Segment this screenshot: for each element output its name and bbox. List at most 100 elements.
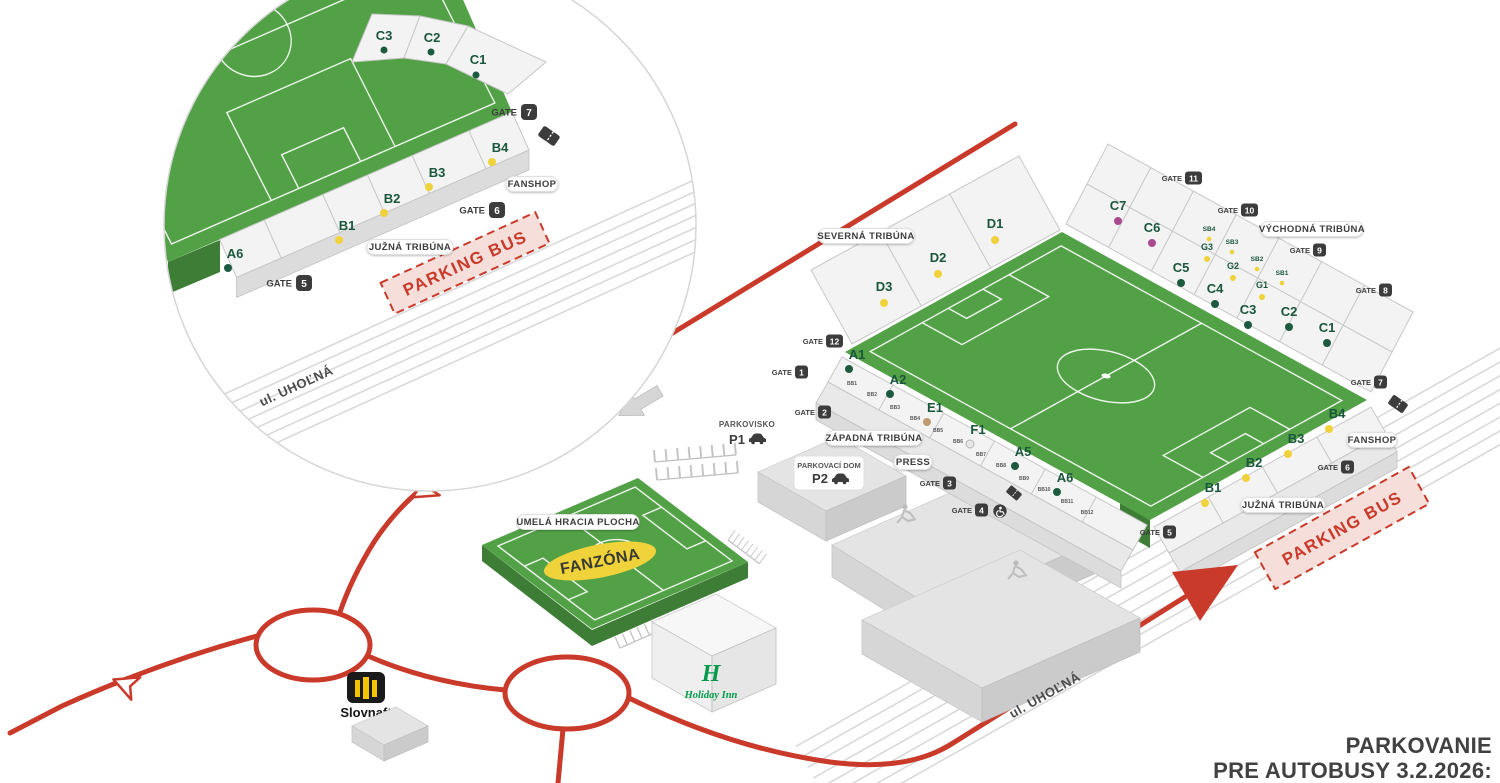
- section-label: C6: [1144, 220, 1161, 235]
- inset-detail: ul. UHOĽNÁ PARKING BUS C3 C2 C1: [164, 0, 696, 491]
- section-label: A5: [1015, 444, 1032, 459]
- severna-tribuna-pill: SEVERNÁ TRIBÚNA: [817, 228, 915, 244]
- arena-side: [981, 617, 1141, 723]
- svg-text:GATE: GATE: [803, 337, 823, 346]
- fanshop-pill: FANSHOP: [1346, 432, 1398, 448]
- parking-p1: PARKOVISKO P1: [653, 420, 775, 481]
- section-label: D2: [930, 250, 947, 265]
- section-label: A2: [890, 372, 907, 387]
- section-marker-dot: [1011, 462, 1019, 470]
- parking-direction-arrow: [1172, 565, 1238, 621]
- svg-text:GATE: GATE: [1140, 528, 1160, 537]
- holiday-inn: H Holiday Inn: [651, 593, 777, 713]
- section-marker-dot: [1148, 239, 1156, 247]
- bus-route: [7, 121, 1188, 783]
- subsection-label: BB8: [996, 463, 1006, 469]
- section-label: SB2: [1251, 256, 1264, 263]
- holiday-inn-mark: H: [701, 661, 722, 687]
- section-marker-dot: [1229, 249, 1235, 255]
- section-label: B2: [384, 191, 401, 206]
- section-marker-dot: [1285, 323, 1293, 331]
- svg-text:JUŽNÁ TRIBÚNA: JUŽNÁ TRIBÚNA: [1242, 499, 1324, 511]
- roundabout-west: [253, 607, 373, 683]
- section-label: C1: [470, 52, 487, 67]
- section-marker-dot: [224, 264, 232, 272]
- subsection-label: BB9: [1019, 476, 1029, 482]
- svg-text:4: 4: [979, 506, 984, 516]
- svg-text:7: 7: [1378, 378, 1383, 388]
- svg-text:GATE: GATE: [952, 506, 972, 515]
- section-marker-dot: [1259, 294, 1265, 300]
- route-link: [365, 653, 508, 693]
- station-side: [383, 725, 429, 762]
- inset-circle-border: [163, 0, 697, 492]
- gate-9: GATE 9: [1290, 243, 1326, 257]
- section-label: D1: [987, 216, 1004, 231]
- svg-text:6: 6: [494, 206, 500, 217]
- main-stadium: D3 D2 D1 C7 C6 C5 C4 C3: [772, 144, 1413, 588]
- inset-fanshop-pill: FANSHOP: [505, 176, 559, 192]
- fanzone-pitch-side: [482, 545, 748, 646]
- main-pitch: [845, 232, 1367, 520]
- parking-p2: PARKOVACÍ DOM P2: [793, 455, 865, 491]
- route-to-parking: [626, 594, 1188, 768]
- footer-title-line2: PRE AUTOBUSY 3.2.2026:: [1213, 758, 1492, 783]
- subsection-label: BB12: [1081, 510, 1094, 516]
- juzna-tribuna-pill: JUŽNÁ TRIBÚNA: [1240, 497, 1326, 513]
- section-marker-dot: [1204, 256, 1210, 262]
- parkovisko-label: PARKOVISKO: [719, 420, 775, 429]
- inset-c-sections: C3 C2 C1: [351, 13, 547, 95]
- svg-text:UMELÁ HRACIA PLOCHA: UMELÁ HRACIA PLOCHA: [516, 517, 639, 528]
- svg-text:10: 10: [1245, 206, 1255, 216]
- section-label: A1: [849, 347, 866, 362]
- holiday-inn-label: Holiday Inn: [684, 690, 738, 701]
- section-label: B3: [429, 165, 446, 180]
- section-marker-dot: [1206, 236, 1212, 242]
- gate-5: GATE 5: [1140, 525, 1176, 539]
- parking-rows-icon: [653, 442, 737, 463]
- subsection-label: BB6: [953, 439, 963, 445]
- section-marker-dot: [886, 390, 894, 398]
- route-south-stub: [555, 726, 566, 783]
- inset-pitch-side: [168, 240, 220, 294]
- section-marker-dot: [1053, 488, 1061, 496]
- svg-text:9: 9: [1317, 246, 1322, 256]
- section-marker-dot: [1242, 474, 1250, 482]
- gate-12: GATE 12: [803, 334, 843, 348]
- section-label: E1: [927, 400, 943, 415]
- gate-10: GATE 10: [1218, 203, 1258, 217]
- svg-text:PRESS: PRESS: [896, 457, 930, 468]
- subsection-label: BB3: [890, 405, 900, 411]
- press-pill: PRESS: [893, 454, 933, 470]
- subsection-label: BB10: [1038, 487, 1051, 493]
- parking-rows-icon: [655, 460, 739, 481]
- subsection-label: BB4: [910, 416, 920, 422]
- section-label: C2: [424, 30, 441, 45]
- section-label: B2: [1246, 455, 1263, 470]
- section-label: C3: [376, 28, 393, 43]
- section-marker-dot: [1323, 339, 1331, 347]
- section-label: B4: [492, 140, 509, 155]
- subsection-label: BB1: [847, 381, 857, 387]
- section-label: G3: [1201, 242, 1213, 252]
- section-marker-dot: [845, 365, 853, 373]
- slovnaft-station: Slovnaft: [340, 672, 429, 762]
- svg-text:8: 8: [1383, 286, 1388, 296]
- inset-juzna-tribuna-pill: JUŽNÁ TRIBÚNA: [366, 239, 454, 255]
- fanzone: UMELÁ HRACIA PLOCHA FANZÓNA: [482, 478, 767, 648]
- svg-text:GATE: GATE: [1351, 378, 1371, 387]
- p1-label: P1: [729, 432, 745, 447]
- section-label: SB4: [1203, 226, 1216, 233]
- section-marker-dot: [472, 71, 480, 79]
- svg-text:SEVERNÁ TRIBÚNA: SEVERNÁ TRIBÚNA: [817, 230, 914, 242]
- gate-11: GATE 11: [1162, 171, 1202, 185]
- umela-hracia-plocha-pill: UMELÁ HRACIA PLOCHA: [516, 514, 640, 530]
- section-marker-dot: [923, 418, 931, 426]
- inset-gate-6: GATE 6: [459, 202, 505, 218]
- svg-text:5: 5: [301, 279, 307, 290]
- svg-text:3: 3: [947, 479, 952, 489]
- inset-gate-5: GATE 5: [266, 275, 312, 291]
- subsection-label: BB2: [867, 392, 877, 398]
- buildings: PARKOVACÍ DOM P2: [757, 436, 1141, 723]
